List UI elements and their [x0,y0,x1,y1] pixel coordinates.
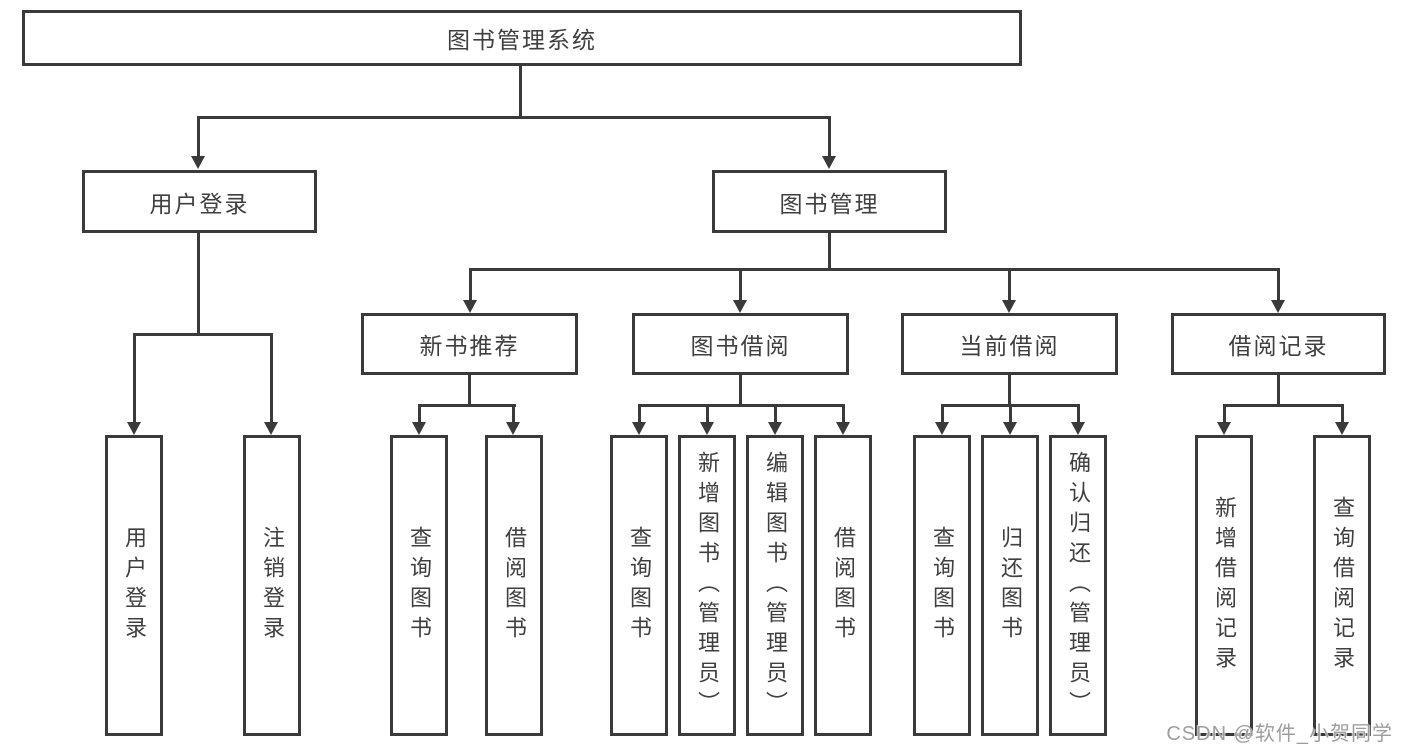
connector-drop-book-borrow [739,268,742,302]
arrowhead-leaf [632,422,646,435]
arrowhead-login-leaf [127,422,141,435]
csdn-watermark: CSDN @软件_小贺同学 [1166,723,1393,745]
node-library-management-system: 图书管理系统 [22,10,1022,66]
connector-borrow-record-stem [1277,373,1280,407]
arrowhead-user-login [191,156,205,169]
leaf-label: 借阅图书 [502,525,527,646]
arrowhead-new-book [463,300,477,313]
connector-drop-leaf [842,404,845,424]
arrowhead-leaf [1335,422,1349,435]
leaf-label: 查询图书 [407,525,432,646]
connector-drop-user-login [197,116,200,159]
node-book-borrow: 图书借阅 [632,313,849,375]
leaf-query-book: 查询图书 [390,435,448,736]
node-label: 用户登录 [149,190,250,217]
leaf-query-book: 查询图书 [913,435,971,736]
leaf-query-book: 查询图书 [610,435,668,736]
leaf-label: 编辑图书（管理员） [763,450,788,721]
leaf-return-book: 归还图书 [981,435,1039,736]
leaf-confirm-return-admin: 确认归还（管理员） [1049,435,1107,736]
arrowhead-current-borrow [1002,300,1016,313]
connector-drop-leaf [941,404,944,424]
node-user-login: 用户登录 [82,170,317,233]
arrowhead-leaf [412,422,426,435]
arrowhead-borrow-record [1271,300,1285,313]
connector-book-borrow-stem [739,373,742,407]
arrowhead-book-borrow [733,300,747,313]
leaf-borrow-book: 借阅图书 [485,435,543,736]
connector-book-borrow-bus [638,404,845,407]
connector-borrow-record-bus [1223,404,1344,407]
leaf-label: 查询图书 [627,525,652,646]
arrowhead-leaf [506,422,520,435]
node-borrow-record: 借阅记录 [1171,313,1386,375]
connector-drop-current-borrow [1008,268,1011,302]
connector-drop-borrow-record [1277,268,1280,302]
leaf-label: 查询图书 [930,525,955,646]
node-label: 图书管理系统 [447,27,597,53]
leaf-logout: 注销登录 [243,435,301,736]
connector-drop-leaf [1341,404,1344,424]
connector-drop-leaf [418,404,421,424]
connector-user-login-stem [197,231,200,336]
leaf-add-borrow-record: 新增借阅记录 [1195,435,1253,736]
connector-drop-login-leaf [133,333,136,423]
node-label: 图书管理 [779,190,880,217]
connector-book-management-stem [828,231,831,271]
leaf-label: 查询借阅记录 [1330,495,1355,676]
arrowhead-leaf [768,422,782,435]
leaf-label: 用户登录 [122,525,147,646]
node-current-borrow: 当前借阅 [901,313,1118,375]
node-label: 当前借阅 [959,333,1060,359]
connector-drop-leaf [706,404,709,424]
connector-drop-leaf [638,404,641,424]
connector-drop-leaf [512,404,515,424]
leaf-label: 借阅图书 [831,525,856,646]
connector-drop-book-management [828,116,831,159]
leaf-label: 归还图书 [998,525,1023,646]
node-label: 借阅记录 [1228,333,1329,359]
leaf-label: 确认归还（管理员） [1066,450,1091,721]
leaf-label: 新增图书（管理员） [695,450,720,721]
leaf-label: 注销登录 [260,525,285,646]
leaf-edit-book-admin: 编辑图书（管理员） [746,435,804,736]
arrowhead-logout-leaf [264,422,278,435]
leaf-label: 新增借阅记录 [1212,495,1237,676]
arrowhead-book-management [822,156,836,169]
node-label: 新书推荐 [419,333,520,359]
arrowhead-leaf [836,422,850,435]
connector-drop-new-book [469,268,472,302]
arrowhead-leaf [1003,422,1017,435]
connector-drop-leaf [1077,404,1080,424]
leaf-add-book-admin: 新增图书（管理员） [678,435,736,736]
connector-drop-leaf [1223,404,1226,424]
arrowhead-leaf [700,422,714,435]
arrowhead-leaf [1217,422,1231,435]
node-new-book-recommend: 新书推荐 [361,313,578,375]
connector-current-borrow-stem [1008,373,1011,407]
node-book-management: 图书管理 [712,170,947,233]
connector-new-book-stem [468,373,471,407]
connector-new-book-bus [418,404,516,407]
arrowhead-leaf [935,422,949,435]
connector-level3-bus [469,268,1280,271]
connector-level2-bus [197,116,831,119]
arrowhead-leaf [1071,422,1085,435]
leaf-borrow-book: 借阅图书 [814,435,872,736]
leaf-query-borrow-record: 查询借阅记录 [1313,435,1371,736]
connector-drop-logout-leaf [270,333,273,423]
leaf-user-login: 用户登录 [105,435,163,736]
node-label: 图书借阅 [690,333,791,359]
connector-user-login-bus [133,333,273,336]
connector-root-stem [519,66,522,118]
connector-drop-leaf [1009,404,1012,424]
connector-drop-leaf [774,404,777,424]
